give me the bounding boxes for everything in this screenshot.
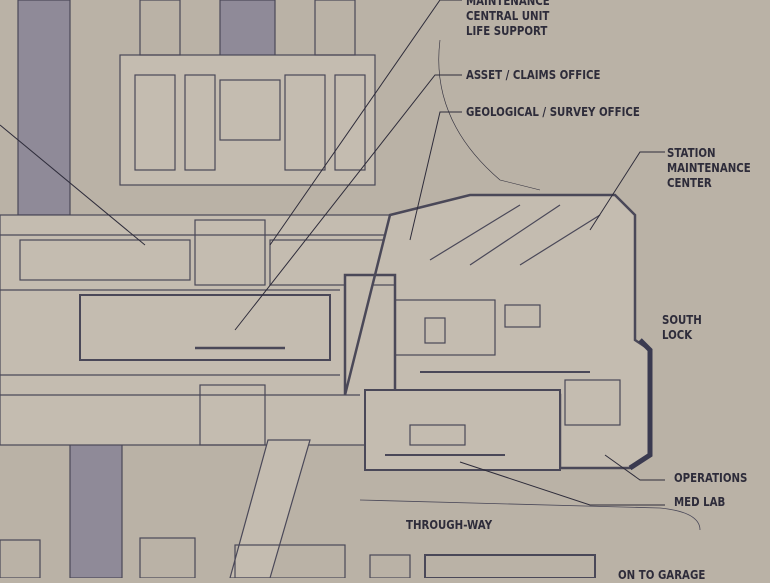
label-asset-claims: ASSET / CLAIMS OFFICE	[466, 68, 601, 82]
med-lab-block	[364, 389, 561, 471]
label-line: SOUTH	[662, 313, 702, 327]
shaft-left-bottom	[69, 437, 123, 578]
label-line: CENTER	[667, 176, 712, 190]
label-line: CENTRAL UNIT	[466, 9, 550, 23]
through-way-ramp	[229, 439, 311, 578]
label-line: MAINTENANCE	[466, 0, 550, 8]
label-line: MAINTENANCE	[667, 161, 751, 175]
label-line: LOCK	[662, 328, 693, 342]
label-south-lock: SOUTH LOCK	[662, 313, 702, 343]
label-garage: ON TO GARAGE	[618, 568, 706, 582]
label-geological: GEOLOGICAL / SURVEY OFFICE	[466, 105, 640, 119]
label-maintenance: MAINTENANCE CENTRAL UNIT LIFE SUPPORT	[466, 0, 550, 39]
label-line: STATION	[667, 146, 716, 160]
label-med-lab: MED LAB	[674, 495, 726, 509]
shaft-left-top	[17, 0, 71, 216]
shaft-center-top	[219, 0, 276, 61]
label-station-maintenance: STATION MAINTENANCE CENTER	[667, 146, 751, 191]
label-through-way: THROUGH-WAY	[406, 518, 493, 532]
label-operations: OPERATIONS	[674, 471, 748, 485]
upper-module	[119, 54, 376, 186]
label-line: LIFE SUPPORT	[466, 24, 548, 38]
